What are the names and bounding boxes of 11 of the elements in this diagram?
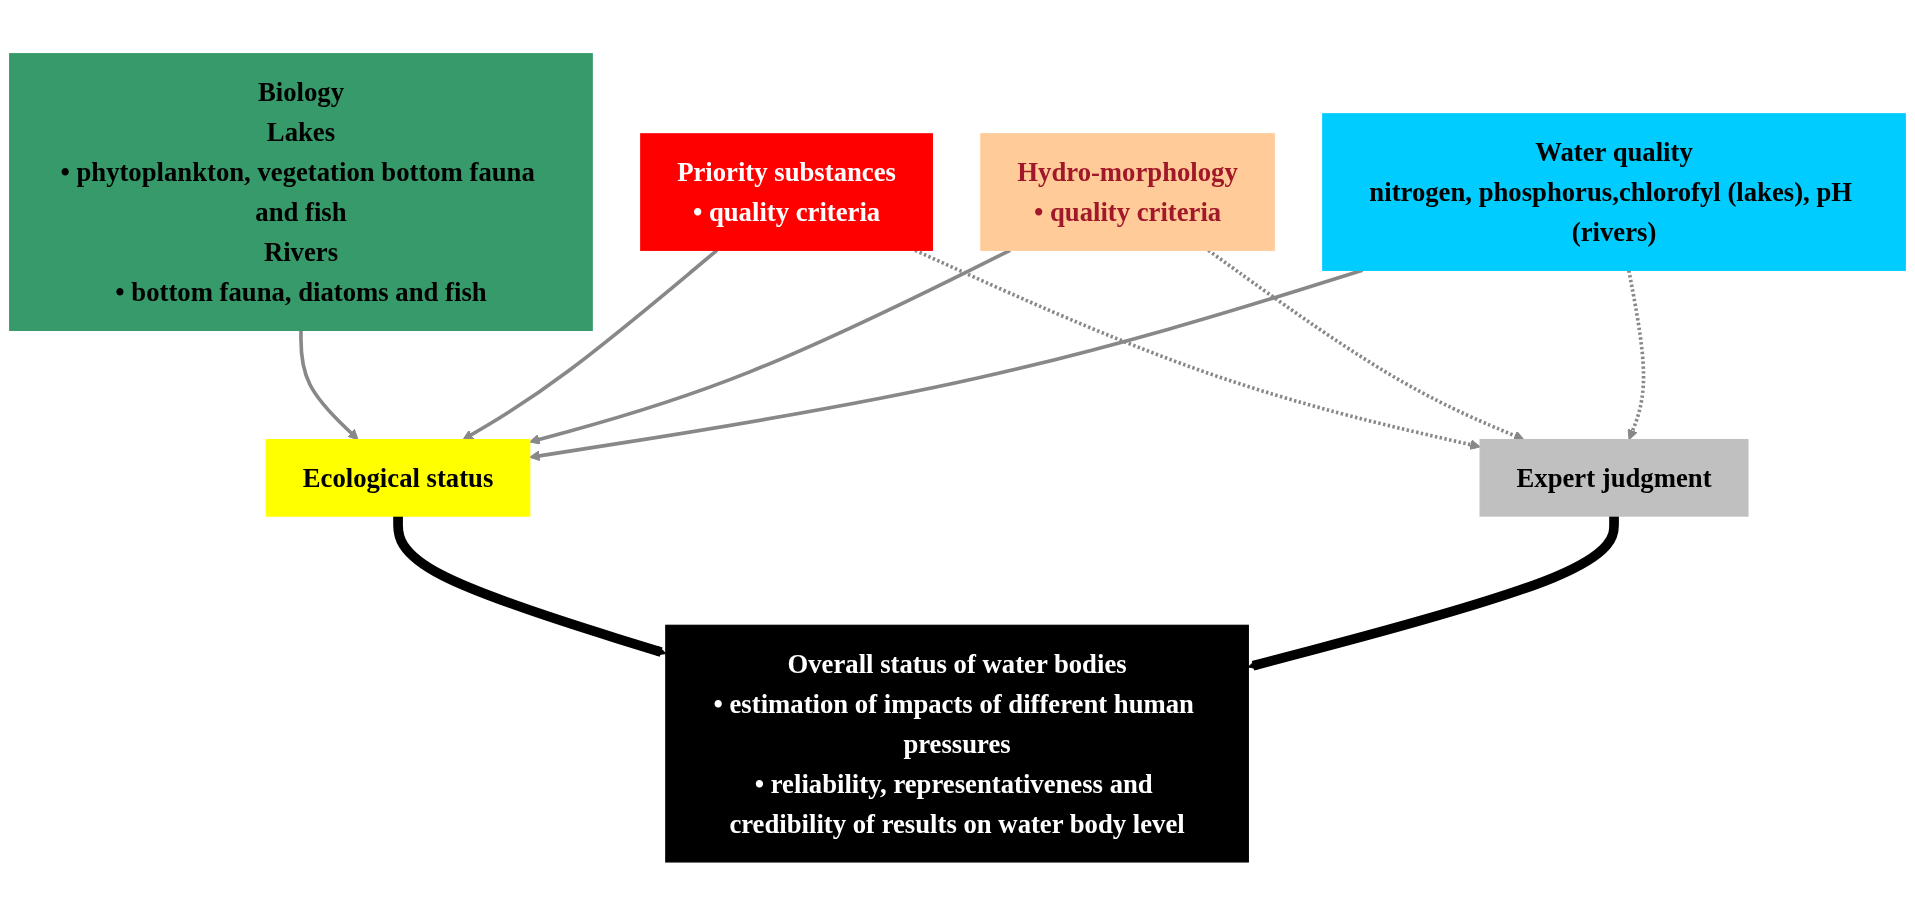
node-box: Water quality nitrogen, phosphorus,chlorofyl (lakes), pH (rivers) — [1322, 113, 1906, 272]
arrow — [299, 330, 359, 441]
arrow — [1207, 249, 1525, 441]
node-box: Priority substances • quality criteria — [640, 133, 933, 252]
node-box: Hydro-morphology • quality criteria — [980, 133, 1275, 252]
node-box: Expert judgment — [1479, 439, 1749, 517]
arrow — [462, 249, 719, 441]
node-box: Overall status of water bodies • estimation of impacts of different human pressures • reliability, representativeness and credibility of results on water body level — [665, 624, 1249, 863]
node-box: Ecological status — [265, 439, 531, 517]
arrow — [1627, 270, 1646, 441]
node-box: Biology Lakes • phytoplankton, vegetation bottom fauna and fish Rivers • bottom fauna, diatoms and fish — [9, 53, 593, 332]
